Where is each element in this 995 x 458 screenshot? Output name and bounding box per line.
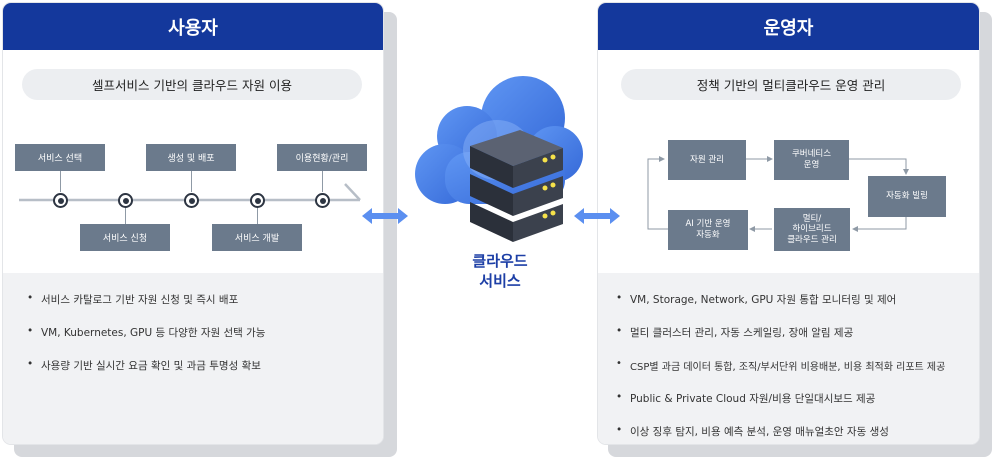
step-usage-manage: 이용현황/관리 <box>277 144 367 171</box>
operator-panel: 운영자 정책 기반의 멀티클라우드 운영 관리 자원 관리 쿠버네티스 운영 자… <box>598 3 979 444</box>
user-feature-list: 서비스 카탈로그 기반 자원 신청 및 즉시 배포 VM, Kubernetes… <box>25 292 265 373</box>
user-subtitle-pill: 셀프서비스 기반의 클라우드 자원 이용 <box>22 69 362 100</box>
step-service-develop: 서비스 개발 <box>212 224 302 251</box>
cloud-server-icon <box>415 76 583 242</box>
operator-subtitle-pill: 정책 기반의 멀티클라우드 운영 관리 <box>621 69 961 100</box>
flow-box-ai: AI 기반 운영 자동화 <box>668 210 748 250</box>
timeline-node <box>118 193 133 208</box>
operator-panel-title: 운영자 <box>598 3 979 50</box>
list-item: 서비스 카탈로그 기반 자원 신청 및 즉시 배포 <box>25 292 265 307</box>
flow-box-k8s: 쿠버네티스 운영 <box>774 140 849 180</box>
list-item: VM, Kubernetes, GPU 등 다양한 자원 선택 가능 <box>25 325 265 340</box>
step-service-request: 서비스 신청 <box>80 224 170 251</box>
double-arrow-icon <box>362 208 408 224</box>
operator-feature-list: VM, Storage, Network, GPU 자원 통합 모니터링 및 제… <box>614 292 945 439</box>
list-item: 이상 징후 탐지, 비용 예측 분석, 운영 매뉴얼초안 자동 생성 <box>614 424 945 439</box>
flow-box-hybrid: 멀티/ 하이브리드 클라우드 관리 <box>774 208 850 251</box>
user-panel-title: 사용자 <box>3 3 383 50</box>
list-item: 멀티 클러스터 관리, 자동 스케일링, 장애 알림 제공 <box>614 325 945 340</box>
double-arrow-icon <box>574 208 620 224</box>
flow-connectors <box>647 156 909 232</box>
list-item: Public & Private Cloud 자원/비용 단일대시보드 제공 <box>614 391 945 406</box>
list-item: CSP별 과금 데이터 통합, 조직/부서단위 비용배분, 비용 최적화 리포트… <box>614 358 945 373</box>
step-create-deploy: 생성 및 배포 <box>146 144 236 171</box>
timeline-node <box>184 193 199 208</box>
timeline-node <box>53 193 68 208</box>
step-service-select: 서비스 선택 <box>15 144 105 171</box>
list-item: 사용량 기반 실시간 요금 확인 및 과금 투명성 확보 <box>25 358 265 373</box>
flow-box-billing: 자동화 빌링 <box>868 176 946 217</box>
user-panel: 사용자 셀프서비스 기반의 클라우드 자원 이용 서비스 선택 생성 및 배포 … <box>3 3 383 444</box>
timeline-node <box>250 193 265 208</box>
cloud-service-label: 클라우드 서비스 <box>472 252 528 290</box>
flow-box-resource: 자원 관리 <box>668 140 746 180</box>
timeline-node <box>315 193 330 208</box>
list-item: VM, Storage, Network, GPU 자원 통합 모니터링 및 제… <box>614 292 945 307</box>
